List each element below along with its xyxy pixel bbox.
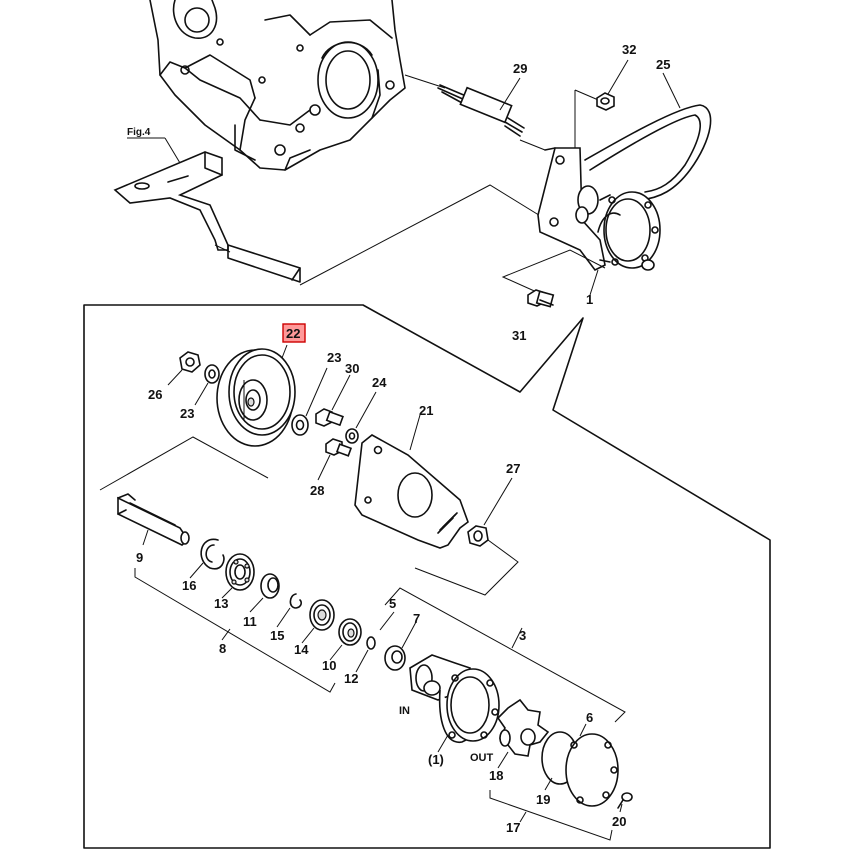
- callout-21: 21: [419, 403, 433, 418]
- group-bracket-8: [134, 568, 336, 693]
- callout-29: 29: [513, 61, 527, 76]
- bearing-13: [221, 553, 255, 599]
- highlight-22[interactable]: [282, 323, 306, 343]
- shaft-9: [117, 493, 190, 546]
- bolt-30: [315, 374, 351, 427]
- group-bracket-3: [384, 587, 626, 723]
- callout-27: 27: [506, 461, 520, 476]
- callout-1: 1: [586, 292, 593, 307]
- snap-ring-16: [189, 538, 225, 579]
- pulley-22: [216, 344, 296, 447]
- callout-25: 25: [656, 57, 670, 72]
- callout-31: 31: [512, 328, 526, 343]
- detail-leaders: [99, 436, 519, 596]
- outlet-label: OUT: [470, 752, 494, 764]
- belt-25: [584, 72, 712, 201]
- snap-ring-15: [276, 593, 302, 628]
- callout-13: 13: [214, 596, 228, 611]
- inlet-label: IN: [399, 705, 410, 717]
- callout-10: 10: [322, 658, 336, 673]
- impeller-18: [496, 698, 550, 769]
- callout-30: 30: [345, 361, 359, 376]
- pump-body-1: [409, 654, 500, 753]
- callout-28: 28: [310, 483, 324, 498]
- nut-32: [596, 59, 629, 111]
- mounting-bracket: [113, 151, 301, 283]
- callout-16: 16: [182, 578, 196, 593]
- bolt-31: [527, 289, 555, 308]
- fig-ref-label: Fig.4: [127, 127, 151, 138]
- leader-3: [511, 627, 523, 649]
- callout-12: 12: [344, 671, 358, 686]
- callout-1-paren: (1): [428, 752, 444, 767]
- bearing-14: [301, 599, 335, 644]
- callout-15: 15: [270, 628, 284, 643]
- callout-20: 20: [612, 814, 626, 829]
- leader-17: [519, 811, 527, 823]
- bolt-28: [317, 438, 353, 481]
- washer-23-left: [194, 364, 220, 406]
- stud-29: [437, 77, 525, 137]
- pump-leaders: [501, 249, 606, 299]
- callout-5: 5: [389, 596, 396, 611]
- callout-23-left: 23: [180, 406, 194, 421]
- spacer-11: [249, 573, 280, 613]
- washer-23-right: [291, 367, 328, 436]
- screw-20: [617, 792, 633, 813]
- callout-7: 7: [413, 611, 420, 626]
- callout-9: 9: [136, 550, 143, 565]
- detail-frame: [83, 304, 771, 849]
- callout-23-right: 23: [327, 350, 341, 365]
- nut-27: [467, 477, 513, 547]
- callout-6: 6: [586, 710, 593, 725]
- pump-assembly-mounted: [537, 147, 661, 272]
- callout-19: 19: [536, 792, 550, 807]
- callout-3: 3: [519, 628, 526, 643]
- seal-7: [384, 621, 417, 671]
- callout-18: 18: [489, 768, 503, 783]
- cover-6: [565, 723, 619, 807]
- callout-14: 14: [294, 642, 309, 657]
- callout-17: 17: [506, 820, 520, 835]
- callout-8: 8: [219, 641, 226, 656]
- callout-26: 26: [148, 387, 162, 402]
- callout-22: 22: [286, 326, 300, 341]
- engine-block: [149, 0, 406, 171]
- washer-24: [345, 391, 377, 444]
- fig-reference: Fig.4: [127, 127, 181, 164]
- leader-5: [379, 611, 395, 631]
- group-bracket-17: [489, 790, 613, 841]
- nut-26: [167, 351, 201, 386]
- seal-10: [329, 618, 362, 661]
- leader-8: [221, 628, 231, 641]
- oring-12: [355, 636, 376, 673]
- bracket-plate-21: [354, 414, 469, 549]
- callout-labels: 1 3 5 6 7 8 9 10 11 12 13 14 15 16 17 18…: [136, 42, 670, 835]
- callout-32: 32: [622, 42, 636, 57]
- callout-11: 11: [243, 614, 257, 629]
- callout-24: 24: [372, 375, 387, 390]
